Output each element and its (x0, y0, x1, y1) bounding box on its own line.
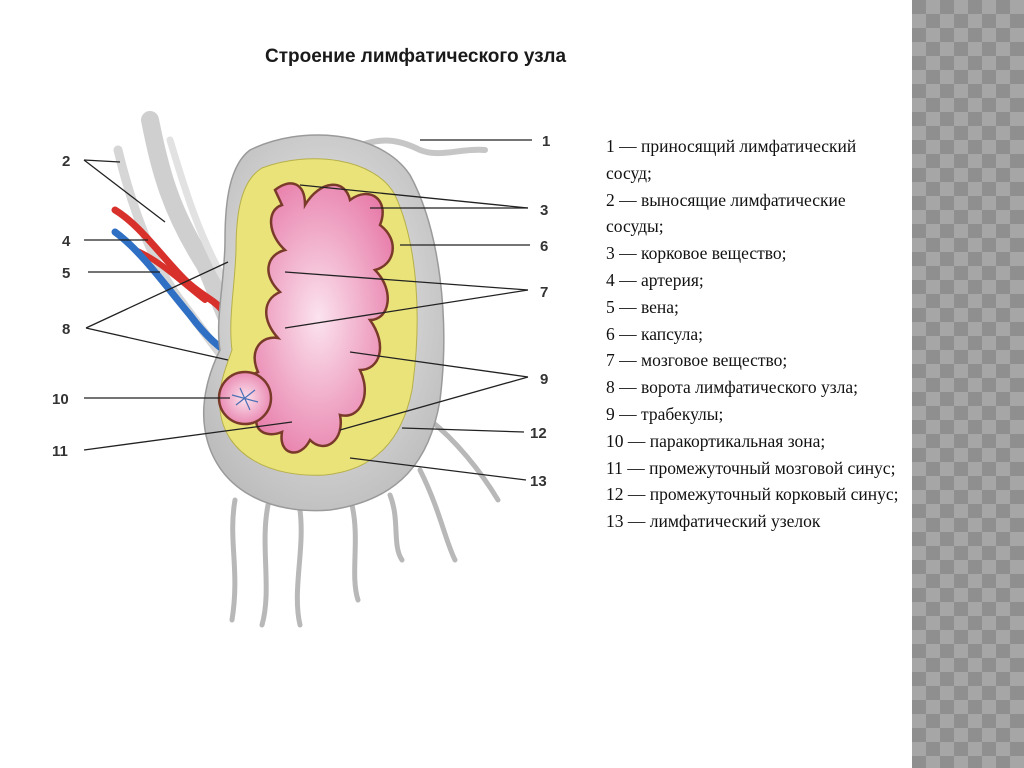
medulla (242, 182, 394, 454)
legend-item-6: 6 — капсула; (606, 323, 704, 344)
legend-item-4: 4 — артерия; (606, 269, 704, 290)
legend-item-11: 11 — промежуточный мозговой синус; (606, 457, 896, 478)
callout-4: 4 (62, 233, 71, 250)
callout-5: 5 (62, 265, 70, 282)
callout-6: 6 (540, 238, 548, 255)
decorative-checker-strip (912, 0, 1024, 768)
callout-lines (83, 139, 532, 481)
legend-item-7: 7 — мозговое вещество; (606, 350, 788, 371)
callout-numbers: 1 2 3 4 5 6 7 8 9 10 11 12 13 (52, 133, 550, 490)
legend-item-5: 5 — вена; (606, 296, 679, 317)
legend-item-8: 8 — ворота лимфатического узла; (606, 377, 859, 398)
legend: 1 — приносящий лимфатический сосуд; 2 — … (606, 133, 906, 535)
callout-9: 9 (540, 371, 548, 388)
callout-13: 13 (530, 473, 547, 490)
slide-title: Строение лимфатического узла (265, 46, 567, 67)
legend-item-10: 10 — паракортикальная зона; (606, 430, 826, 451)
lower-lymph-vessels (229, 417, 501, 628)
hilum-vessel-bundle (111, 111, 265, 368)
legend-item-3: 3 — корковое вещество; (606, 243, 787, 264)
afferent-vessel (347, 137, 488, 157)
legend-item-9: 9 — трабекулы; (606, 403, 724, 424)
lymph-node-diagram: 1 2 3 4 5 6 7 8 9 10 11 12 13 (52, 111, 550, 628)
legend-item-13: 13 — лимфатический узелок (606, 511, 821, 532)
slide: Строение лимфатического узла (52, 46, 906, 628)
legend-item-12: 12 — промежуточный корковый синус; (606, 484, 899, 505)
callout-11: 11 (52, 443, 68, 460)
callout-7: 7 (540, 284, 548, 301)
callout-1: 1 (542, 133, 550, 150)
callout-2: 2 (62, 153, 70, 170)
legend-item-1: 1 — приносящий лимфатический сосуд; (606, 136, 857, 183)
callout-12: 12 (530, 425, 547, 442)
callout-8: 8 (62, 321, 70, 338)
legend-item-2: 2 — выносящие лимфатические сосуды; (606, 189, 846, 237)
callout-10: 10 (52, 391, 69, 408)
callout-3: 3 (540, 202, 548, 219)
